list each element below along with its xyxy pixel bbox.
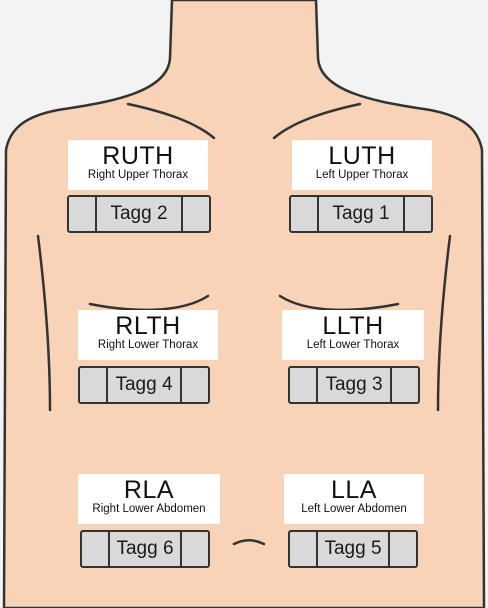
sensor-tagg-6: Tagg 6: [80, 530, 210, 568]
sensor-tagg-2: Tagg 2: [67, 195, 211, 233]
label-luth: LUTH Left Upper Thorax: [292, 140, 432, 190]
sensor-end-cap: [291, 197, 317, 231]
sensor-label: Tagg 6: [108, 532, 182, 566]
sensor-label: Tagg 5: [316, 532, 390, 566]
electrode-code: LLTH: [282, 314, 424, 339]
sensor-end-cap: [290, 532, 316, 566]
electrode-description: Right Upper Thorax: [68, 170, 208, 182]
sensor-label: Tagg 2: [95, 197, 183, 231]
sensor-tagg-4: Tagg 4: [78, 366, 210, 404]
electrode-code: LLA: [284, 478, 424, 503]
sensor-end-cap: [390, 532, 416, 566]
electrode-description: Right Lower Abdomen: [78, 504, 220, 516]
label-llth: LLTH Left Lower Thorax: [282, 310, 424, 360]
label-ruth: RUTH Right Upper Thorax: [68, 140, 208, 190]
electrode-description: Left Lower Abdomen: [284, 504, 424, 516]
sensor-tagg-5: Tagg 5: [288, 530, 418, 568]
sensor-end-cap: [405, 197, 431, 231]
electrode-description: Right Lower Thorax: [78, 340, 218, 352]
electrode-description: Left Upper Thorax: [292, 170, 432, 182]
sensor-end-cap: [69, 197, 95, 231]
sensor-end-cap: [80, 368, 106, 402]
label-rla: RLA Right Lower Abdomen: [78, 474, 220, 524]
label-lla: LLA Left Lower Abdomen: [284, 474, 424, 524]
sensor-label: Tagg 1: [317, 197, 405, 231]
label-rlth: RLTH Right Lower Thorax: [78, 310, 218, 360]
sensor-tagg-3: Tagg 3: [288, 366, 420, 404]
electrode-code: RLTH: [78, 314, 218, 339]
sensor-end-cap: [182, 532, 208, 566]
sensor-end-cap: [183, 197, 209, 231]
sensor-tagg-1: Tagg 1: [289, 195, 433, 233]
sensor-label: Tagg 3: [316, 368, 392, 402]
electrode-code: RUTH: [68, 144, 208, 169]
sensor-end-cap: [290, 368, 316, 402]
sensor-end-cap: [392, 368, 418, 402]
sensor-end-cap: [182, 368, 208, 402]
electrode-code: RLA: [78, 478, 220, 503]
electrode-description: Left Lower Thorax: [282, 340, 424, 352]
sensor-label: Tagg 4: [106, 368, 182, 402]
electrode-code: LUTH: [292, 144, 432, 169]
sensor-end-cap: [82, 532, 108, 566]
